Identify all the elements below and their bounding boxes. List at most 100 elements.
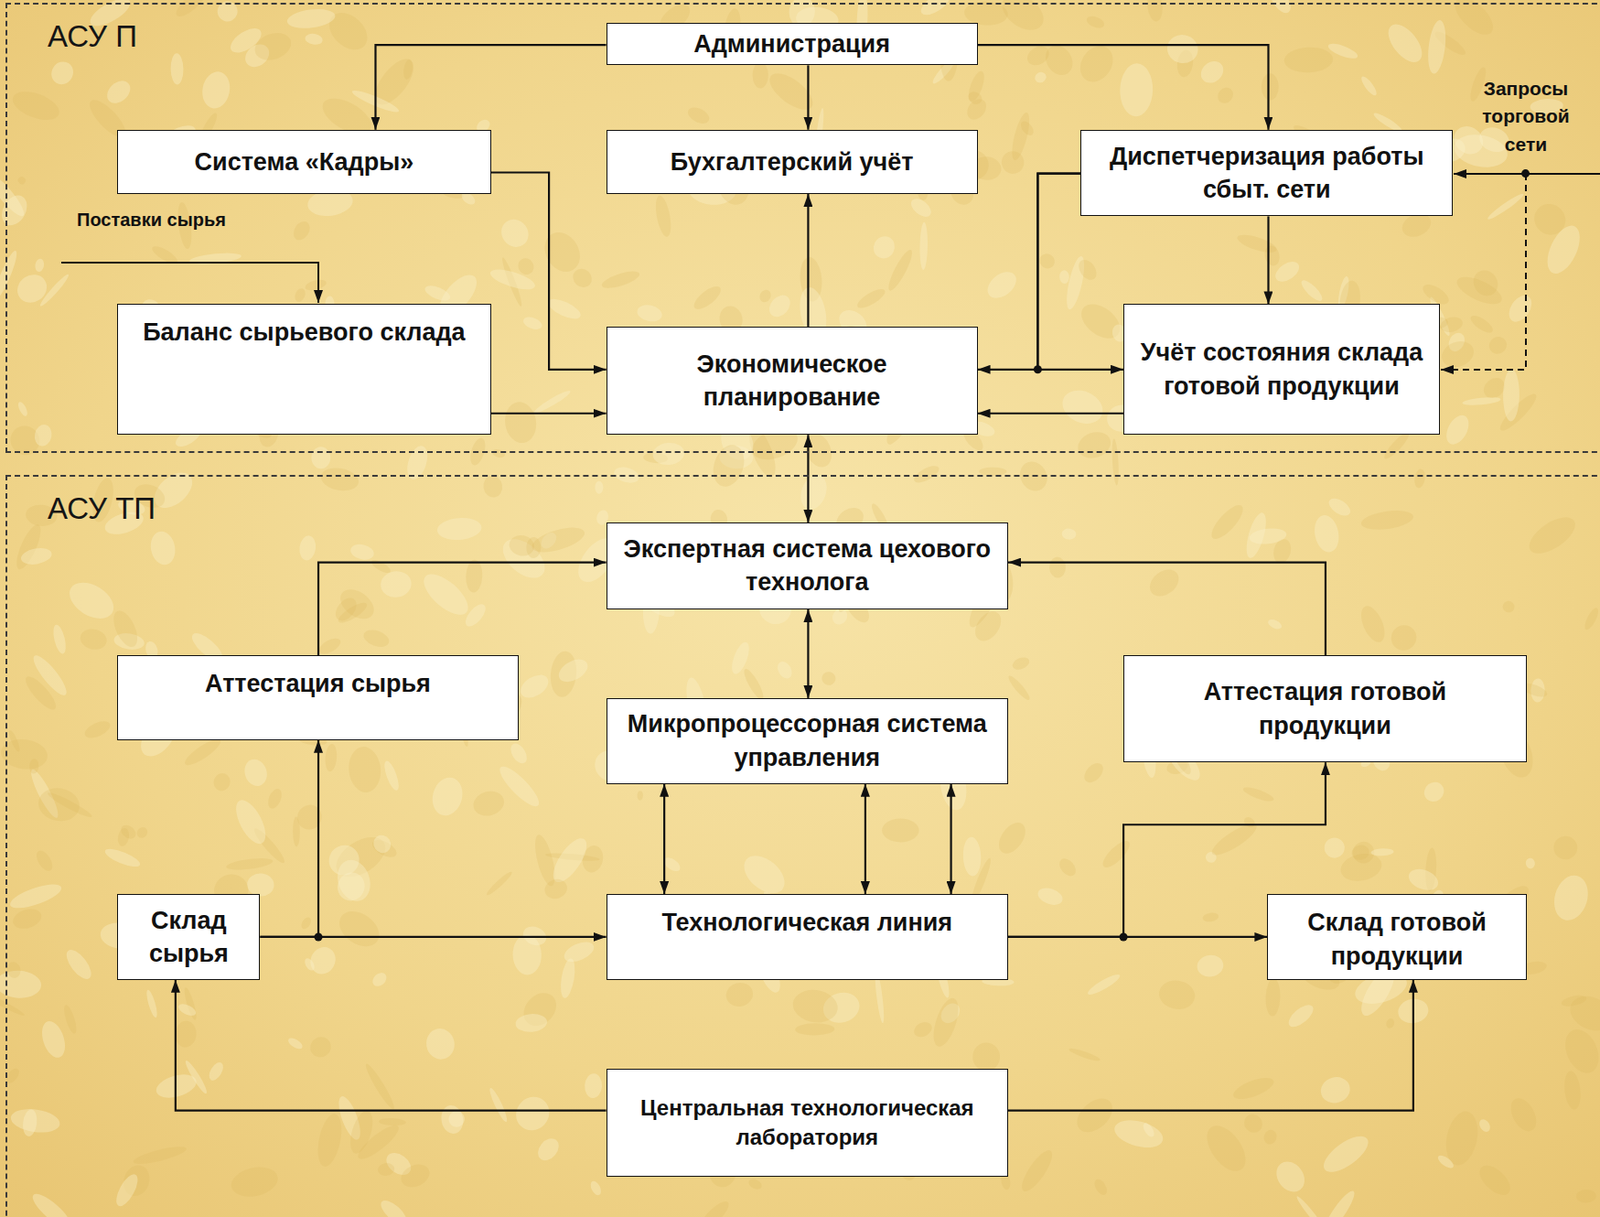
crumb-pore [491, 447, 506, 459]
crumb-pore [1241, 783, 1276, 804]
process-box: Баланс сырьевого склада [117, 303, 491, 435]
crumb-pore [1420, 777, 1449, 806]
flow-arrow [259, 740, 319, 937]
crumb-pore [323, 743, 338, 773]
process-box: Аттестация готовой продукции [1123, 655, 1527, 763]
crumb-pore [635, 302, 665, 324]
crumb-pore [1338, 849, 1385, 885]
crumb-pore [16, 175, 28, 186]
crumb-pore [199, 69, 234, 112]
crumb-pore [112, 1170, 142, 1210]
crumb-pore [1552, 835, 1579, 860]
crumb-pore [32, 848, 55, 874]
crumb-pore [346, 744, 384, 794]
process-box: Диспетчеризация работы сбыт. сети [1080, 129, 1453, 217]
box-text: Аттестация сырья [204, 666, 431, 700]
flow-arrow [949, 783, 952, 894]
crumb-pore [1206, 500, 1248, 544]
crumb-pore [558, 956, 578, 999]
crumb-pore [62, 945, 97, 984]
flow-arrow [1008, 562, 1326, 656]
crumb-pore [723, 979, 756, 1010]
crumb-pore [33, 257, 45, 273]
crumb-pore [537, 225, 588, 279]
crumb-pore [561, 937, 598, 966]
crumb-pore [1057, 384, 1109, 430]
crumb-pore [182, 734, 225, 769]
crumb-pore [189, 251, 243, 267]
crumb-pore [737, 848, 793, 901]
flow-arrow [806, 609, 809, 698]
crumb-pore [376, 1196, 410, 1217]
crumb-pore [102, 75, 135, 108]
crumb-pore [1438, 336, 1478, 372]
crumb-pore [1582, 605, 1600, 632]
crumb-pore [361, 626, 392, 651]
crumb-pore [436, 515, 483, 542]
crumb-pore [1320, 833, 1349, 862]
flow-arrow [1008, 979, 1414, 1111]
note-text: Запросы торговой сети [1466, 75, 1586, 159]
crumb-pore [993, 817, 1031, 859]
crumb-pore [502, 399, 539, 446]
crumb-pore [495, 214, 535, 253]
crumb-pore [965, 69, 988, 104]
crumb-pore [16, 400, 30, 418]
input-line [61, 262, 319, 303]
crumb-pore [1073, 39, 1120, 88]
flow-arrow [864, 783, 867, 894]
crumb-pore [378, 1116, 407, 1126]
crumb-pore [1318, 1128, 1375, 1179]
flow-arrow [491, 172, 607, 370]
crumb-pore [306, 1032, 335, 1061]
crumb-pore [740, 666, 767, 702]
crumb-pore [509, 1089, 557, 1137]
crumb-pore [685, 104, 712, 128]
crumb-pore [919, 222, 928, 270]
crumb-pore [303, 278, 328, 293]
crumb-pore [1317, 1073, 1354, 1107]
crumb-pore [230, 794, 272, 848]
process-box: Склад сырья [117, 893, 260, 980]
flow-arrow [491, 412, 607, 415]
crumb-pore [9, 85, 64, 126]
crumb-pore [1270, 1156, 1311, 1198]
flow-arrow [806, 193, 809, 327]
crumb-pore [972, 1041, 1001, 1072]
crumb-pore [29, 651, 72, 699]
crumb-pore [289, 218, 313, 244]
crumb-pore [19, 545, 54, 567]
crumb-pore [7, 879, 65, 913]
crumb-pore [1195, 953, 1225, 978]
crumb-pore [286, 6, 337, 31]
process-box: Технологическая линия [606, 893, 1009, 980]
crumb-pore [299, 915, 313, 931]
crumb-pore [1540, 220, 1587, 279]
crumb-pore [241, 755, 271, 789]
crumb-pore [381, 759, 402, 793]
crumb-pore [484, 869, 515, 897]
box-text: Центральная технологическая лаборатория [618, 1093, 997, 1153]
crumb-pore [1059, 269, 1070, 284]
crumb-pore [47, 57, 78, 89]
crumb-pore [532, 387, 572, 416]
process-box: Бухгалтерский учёт [606, 129, 978, 194]
crumb-pore [1084, 13, 1107, 31]
crumb-pore [482, 473, 505, 499]
crumb-pore [378, 569, 413, 600]
crumb-pore [636, 790, 644, 801]
crumb-pore [11, 521, 45, 572]
crumb-pore [423, 1025, 457, 1062]
crumb-pore [182, 986, 199, 1021]
crumb-pore [4, 959, 22, 979]
crumb-pore [176, 1001, 198, 1019]
crumb-pore [331, 593, 361, 624]
crumb-pore [488, 265, 538, 294]
box-text: Экспертная система цехового технолога [618, 532, 997, 600]
crumb-pore [0, 736, 50, 772]
crumb-pore [1558, 1023, 1600, 1078]
box-text: Учёт состояния склада готовой продукции [1135, 335, 1429, 403]
crumb-pore [1441, 411, 1473, 449]
process-box: Микропроцессорная система управления [606, 697, 1009, 784]
crumb-pore [1359, 74, 1380, 97]
